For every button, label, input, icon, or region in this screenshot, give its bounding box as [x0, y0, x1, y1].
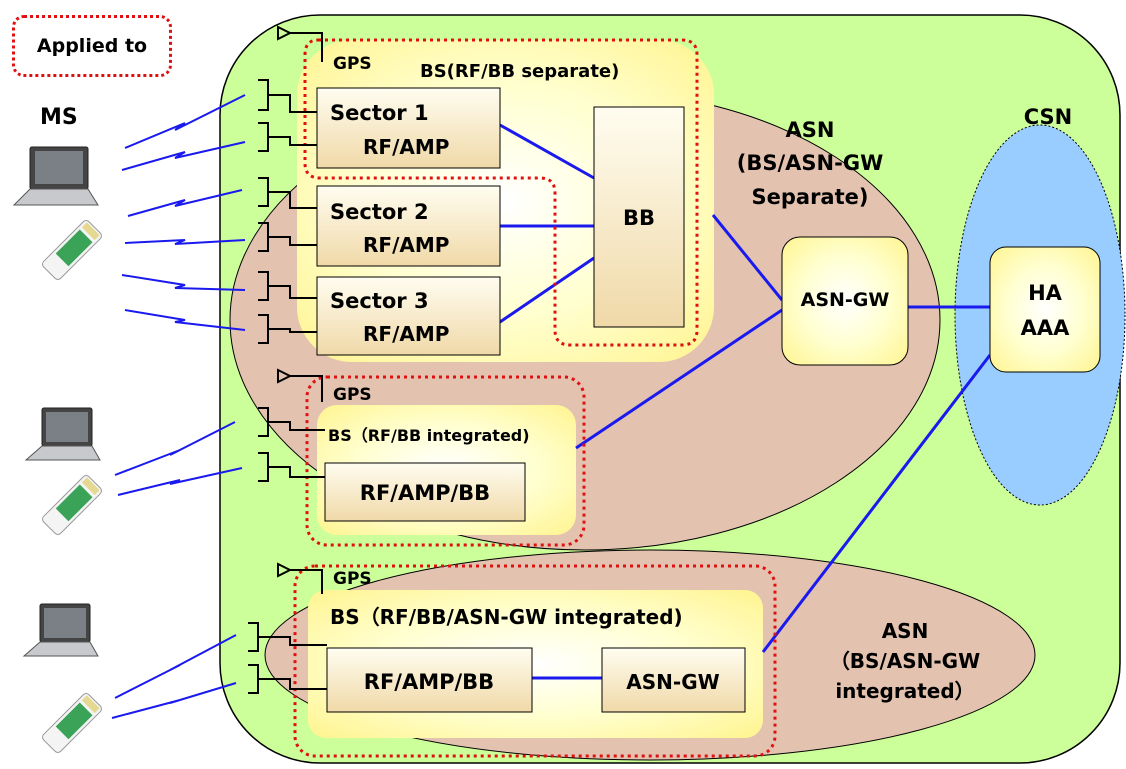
ms-label: MS	[40, 105, 78, 130]
radio-link-8	[117, 467, 243, 496]
radio-link-5	[121, 274, 246, 291]
antenna-s3a	[258, 271, 317, 301]
radio-link-3	[127, 189, 243, 217]
radio-link-2	[121, 141, 246, 171]
sector-2-title: Sector 2	[330, 200, 429, 224]
sector-1-box	[316, 87, 501, 169]
link-sector1-bb	[499, 123, 595, 180]
radio-link-4	[124, 239, 246, 245]
rf-amp-bb-box-2	[326, 647, 533, 713]
wireless-card-icon-1	[42, 220, 102, 280]
antenna-s2a	[258, 177, 317, 209]
bs-asn-integrated-title: BS（RF/BB/ASN-GW integrated)	[330, 605, 683, 629]
asn-integrated-line2: （BS/ASN-GW	[830, 649, 980, 673]
antenna-s3b	[258, 314, 317, 344]
rf-amp-bb-label-2: RF/AMP/BB	[364, 670, 494, 694]
applied-outline-bs-asn-integrated	[293, 564, 777, 758]
bb-box	[593, 106, 685, 328]
radio-link-10	[111, 682, 237, 719]
antenna-s1b	[258, 122, 317, 152]
applied-to-legend: Applied to	[12, 15, 172, 77]
radio-link-9	[114, 634, 237, 699]
aaa-label: AAA	[1021, 316, 1071, 340]
sector-2-sub: RF/AMP	[363, 233, 449, 257]
asn-separate-line3: Separate)	[752, 185, 869, 209]
gps-antenna-1	[277, 25, 323, 62]
asn-separate-line1: ASN	[786, 118, 835, 142]
ha-aaa-box	[989, 246, 1101, 373]
rf-amp-bb-label-1: RF/AMP/BB	[360, 481, 490, 505]
link-sector3-bb	[499, 256, 595, 324]
asn-gw-int-label: ASN-GW	[626, 670, 719, 694]
asn-gw-mid-label: ASN-GW	[801, 289, 890, 311]
sector-2-box	[316, 185, 501, 267]
link-bsint-asngw	[575, 308, 783, 450]
wireless-card-icon-3	[42, 693, 102, 753]
antenna-bsasn-b	[248, 664, 327, 694]
sector-3-box	[316, 276, 501, 356]
gps-label-2: GPS	[333, 385, 372, 405]
laptop-icon-2	[24, 407, 101, 461]
bb-label: BB	[623, 206, 655, 230]
gps-antenna-2	[277, 368, 323, 402]
gps-label-3: GPS	[333, 569, 372, 589]
antenna-bsasn-a	[248, 622, 327, 652]
link-bb-asngw	[711, 214, 784, 301]
gps-antenna-3	[277, 562, 323, 594]
sector-1-title: Sector 1	[330, 101, 429, 125]
radio-link-1	[124, 94, 246, 149]
antenna-s2b	[258, 222, 317, 252]
laptop-icon-1	[12, 146, 99, 206]
gps-label-1: GPS	[333, 54, 372, 74]
rf-amp-bb-box-1	[324, 462, 526, 522]
csn-label: CSN	[1024, 105, 1073, 129]
sector-1-sub: RF/AMP	[363, 135, 449, 159]
bs-separate-title: BS(RF/BB separate)	[420, 61, 619, 82]
asn-gw-int-box	[601, 647, 746, 713]
radio-link-7	[114, 421, 236, 476]
antenna-s1a	[258, 79, 317, 113]
bs-integrated-title: BS（RF/BB integrated)	[328, 426, 530, 445]
asn-integrated-line3: integrated）	[835, 679, 974, 703]
antenna-bsint-b	[258, 452, 325, 482]
wireless-card-icon-2	[42, 475, 102, 535]
ha-label: HA	[1028, 281, 1063, 305]
sector-3-title: Sector 3	[330, 289, 429, 313]
antenna-bsint-a	[258, 407, 325, 437]
link-integrated-ha	[761, 354, 992, 653]
radio-link-6	[124, 309, 246, 331]
asn-gw-mid-box	[781, 236, 909, 366]
asn-separate-line2: (BS/ASN-GW	[737, 151, 883, 175]
sector-3-sub: RF/AMP	[363, 322, 449, 346]
asn-integrated-line1: ASN	[882, 619, 929, 643]
laptop-icon-3	[22, 603, 99, 657]
